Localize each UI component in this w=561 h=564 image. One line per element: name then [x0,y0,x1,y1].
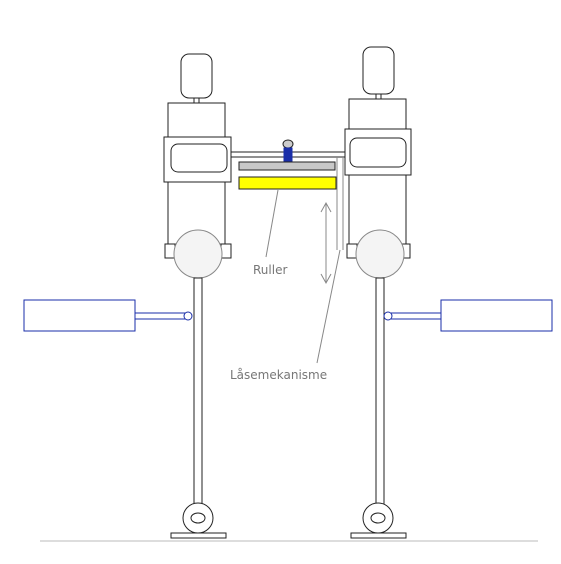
right-motor-neck [375,93,382,100]
right-column [375,277,385,511]
right-foot-hub [370,512,386,524]
left-column [193,277,203,511]
right-pivot [383,311,393,321]
left-foot-hub [190,512,206,524]
center-mechanism [231,139,345,250]
right-foot-plate [350,532,407,539]
roller [238,176,337,190]
left-gearbox-window [170,143,228,173]
roller-leader [265,189,279,258]
lock-leader [316,249,341,364]
movement-arrow [320,201,332,285]
left-unit [23,53,232,539]
valve-body [283,147,293,163]
left-upper-body [167,102,226,138]
right-upper-body [348,98,407,130]
right-cylinder [440,299,553,332]
right-gearbox-window [349,137,407,168]
right-unit [344,46,553,539]
left-cylinder [23,299,136,332]
locking-mechanism-label: Låsemekanisme [230,368,327,382]
press-plate [238,161,336,171]
left-motor [180,53,213,99]
left-bracket-right [220,243,232,259]
right-motor [362,46,395,95]
left-foot-plate [170,532,227,539]
right-bracket-left [346,243,358,259]
valve-knob [282,139,294,149]
left-pivot [183,311,193,321]
left-motor-neck [193,97,200,104]
right-wheel [355,229,405,279]
roller-label: Ruller [253,263,287,277]
left-bracket-left [164,243,176,259]
left-wheel [173,229,223,279]
